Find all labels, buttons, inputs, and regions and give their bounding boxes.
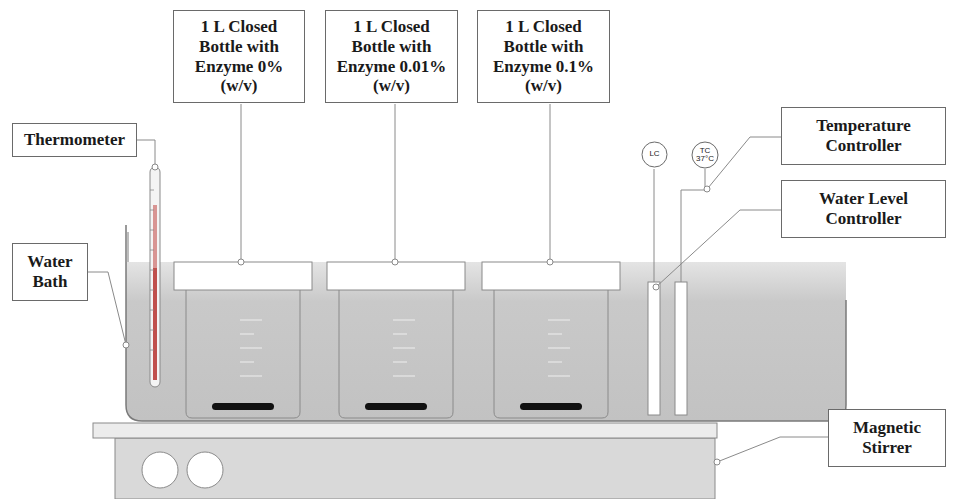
bath-wall (126, 225, 846, 421)
temperature-controller-wire (681, 169, 705, 282)
temperature-controller-symbol: TC37°C (691, 141, 719, 169)
stir-bars (212, 403, 582, 410)
thermometer-mercury (153, 268, 157, 380)
label-text: 1 L Closed Bottle with Enzyme 0% (w/v) (180, 17, 298, 95)
label-text: Water Bath (19, 252, 81, 291)
label-text: Water Level Controller (788, 189, 939, 228)
level-controller-symbol: LC (641, 141, 668, 168)
bottle-label: 1 L Closed Bottle with Enzyme 0.1% (w/v) (477, 10, 610, 103)
callout-label: Thermometer (12, 123, 137, 157)
stirrer-knob (142, 452, 178, 488)
label-text: 1 L Closed Bottle with Enzyme 0.01% (w/v… (332, 17, 451, 95)
stirrer-plate (93, 423, 717, 438)
bath-water (126, 262, 846, 421)
symbol-text: 37°C (696, 155, 714, 163)
level-controller-wire (654, 169, 655, 282)
symbol-text: LC (649, 150, 659, 158)
thermometer-tube (150, 167, 160, 387)
callout-label: Temperature Controller (781, 107, 946, 165)
bottles (174, 262, 620, 418)
bottle-label: 1 L Closed Bottle with Enzyme 0.01% (w/v… (325, 10, 458, 103)
callout-label: Water Bath (12, 243, 88, 301)
leader-dots (123, 164, 720, 465)
stirrer-body (115, 438, 715, 499)
thermometer-mercury-top (153, 205, 157, 268)
bottle-label: 1 L Closed Bottle with Enzyme 0% (w/v) (173, 10, 305, 103)
label-text: Thermometer (24, 130, 125, 150)
callout-label: Magnetic Stirrer (828, 409, 946, 467)
callout-label: Water Level Controller (781, 180, 946, 238)
graduation-marks (240, 320, 570, 376)
bath-rim (128, 232, 129, 262)
thermometer-scale (150, 190, 154, 350)
label-text: Temperature Controller (788, 116, 939, 155)
level-sensor-tube (648, 282, 660, 415)
label-text: 1 L Closed Bottle with Enzyme 0.1% (w/v) (484, 17, 603, 95)
temperature-sensor-tube (675, 282, 687, 415)
label-text: Magnetic Stirrer (835, 418, 939, 457)
leader-lines (88, 104, 828, 462)
symbol-text: TC (700, 147, 711, 155)
stirrer-knob (187, 452, 223, 488)
